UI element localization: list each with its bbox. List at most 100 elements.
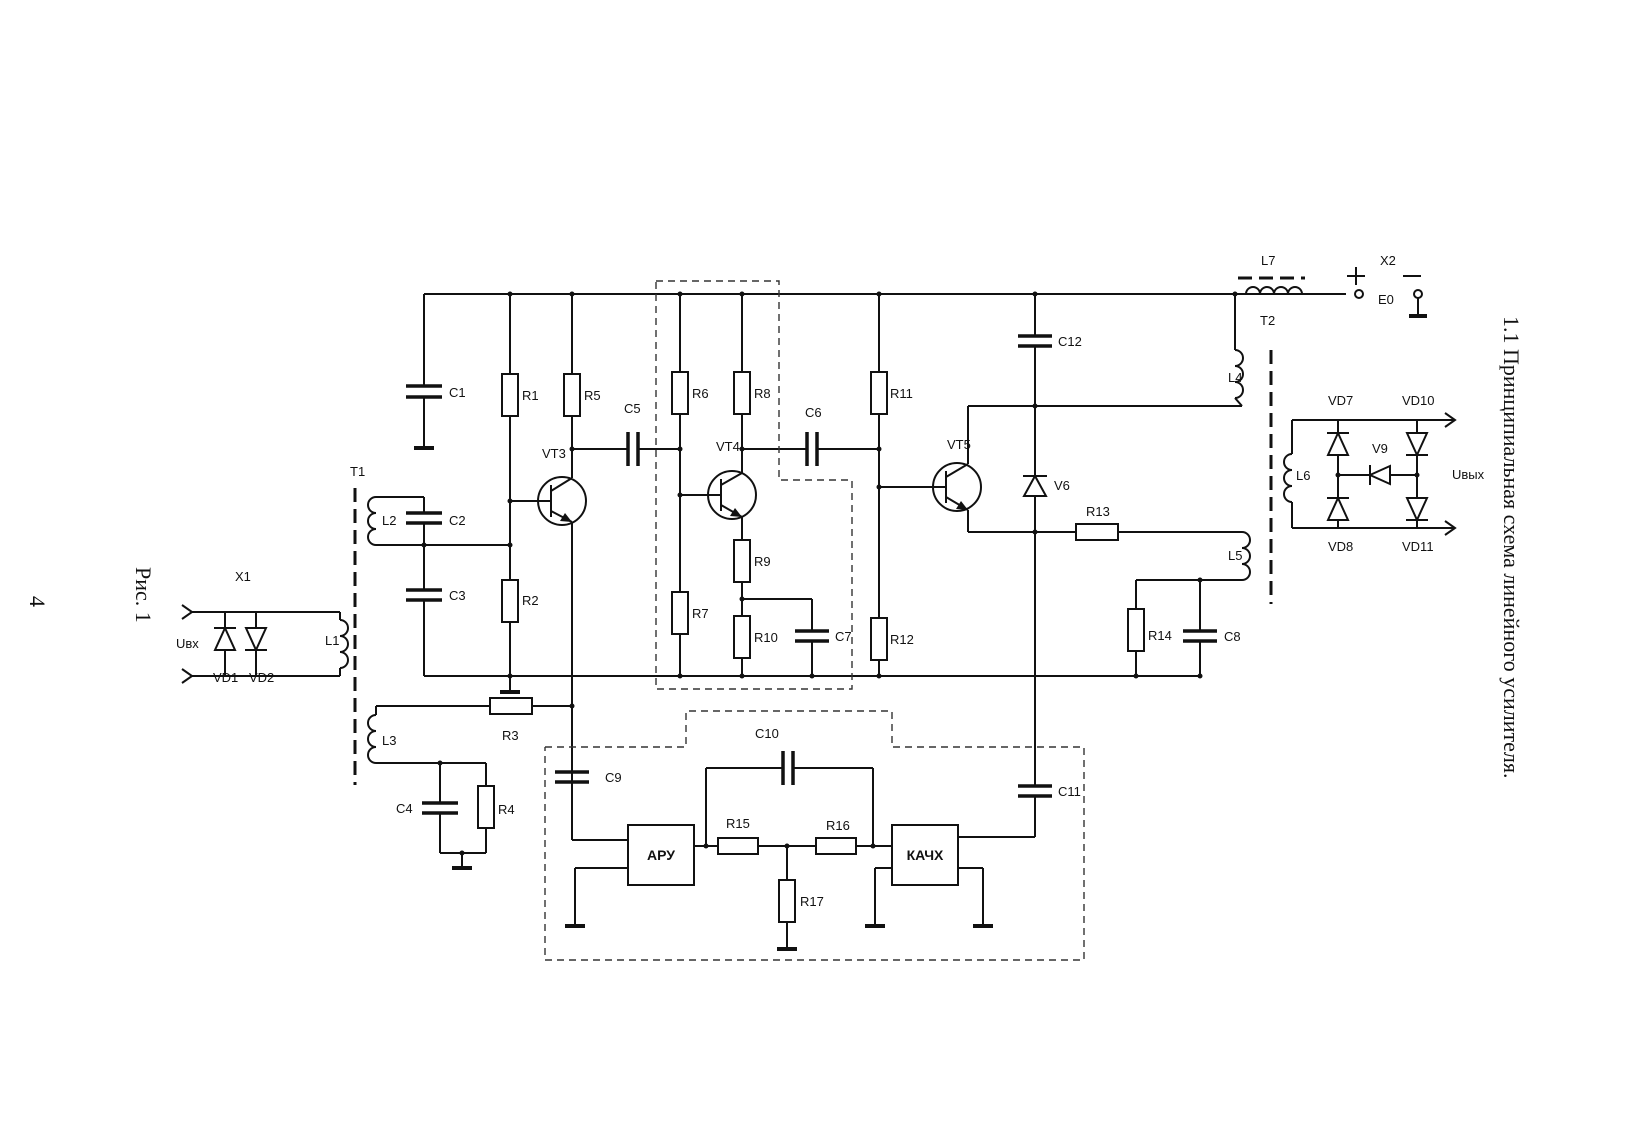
label-vt4: VT4 <box>716 439 740 454</box>
label-x1: X1 <box>235 569 251 584</box>
resistor-r14 <box>1127 579 1242 676</box>
label-l6: L6 <box>1296 468 1310 483</box>
label-r17: R17 <box>800 894 824 909</box>
transistor-vt4 <box>680 470 757 540</box>
label-r10: R10 <box>754 630 778 645</box>
capacitor-c12 <box>1018 294 1052 476</box>
freq-correction-block: КАЧХ <box>865 824 993 928</box>
label-c10: C10 <box>755 726 779 741</box>
label-r2: R2 <box>522 593 539 608</box>
resistor-r1 <box>501 294 519 580</box>
label-r7: R7 <box>692 606 709 621</box>
label-l5: L5 <box>1228 548 1242 563</box>
label-r14: R14 <box>1148 628 1172 643</box>
label-vd8: VD8 <box>1328 539 1353 554</box>
capacitor-c8 <box>1183 580 1217 676</box>
resistor-r13 <box>1075 523 1242 541</box>
resistor-r2 <box>500 579 520 694</box>
resistor-r10 <box>733 615 751 676</box>
resistor-r7 <box>671 591 689 676</box>
resistor-r12 <box>870 617 888 676</box>
label-r4: R4 <box>498 802 515 817</box>
resistor-r16 <box>815 837 892 855</box>
label-v9: V9 <box>1372 441 1388 456</box>
label-l2: L2 <box>382 513 396 528</box>
label-c8: C8 <box>1224 629 1241 644</box>
label-vd7: VD7 <box>1328 393 1353 408</box>
label-r13: R13 <box>1086 504 1110 519</box>
label-c1: C1 <box>449 385 466 400</box>
label-e0: E0 <box>1378 292 1394 307</box>
label-x2: X2 <box>1380 253 1396 268</box>
capacitor-c9 <box>555 770 628 841</box>
vt4-stage-boundary <box>655 280 853 690</box>
resistor-r17 <box>777 846 797 951</box>
capacitor-c3 <box>406 588 442 676</box>
agc-block-label: АРУ <box>647 847 675 863</box>
label-r6: R6 <box>692 386 709 401</box>
label-r8: R8 <box>754 386 771 401</box>
label-r9: R9 <box>754 554 771 569</box>
capacitor-c5 <box>572 432 680 466</box>
input-x1 <box>181 604 340 684</box>
label-r15: R15 <box>726 816 750 831</box>
label-c9: C9 <box>605 770 622 785</box>
label-c7: C7 <box>835 629 852 644</box>
label-t1: T1 <box>350 464 365 479</box>
label-vt5: VT5 <box>947 437 971 452</box>
inductor-l7 <box>1238 267 1427 318</box>
transistor-vt3 <box>510 476 587 840</box>
label-r12: R12 <box>890 632 914 647</box>
output-bridge <box>1292 412 1457 536</box>
label-vd11: VD11 <box>1402 539 1434 554</box>
junctions <box>421 291 1238 856</box>
label-vd10: VD10 <box>1402 393 1435 408</box>
figure-label: Рис. 1 <box>131 567 156 623</box>
transistor-vt5 <box>879 405 1242 533</box>
label-c2: C2 <box>449 513 466 528</box>
label-l1: L1 <box>325 633 339 648</box>
label-l4: L4 <box>1228 370 1242 385</box>
label-c11: C11 <box>1058 784 1081 799</box>
label-r16: R16 <box>826 818 850 833</box>
label-vd2: VD2 <box>249 670 274 685</box>
label-l3: L3 <box>382 733 396 748</box>
capacitor-c1 <box>406 294 442 450</box>
resistor-r15 <box>694 837 816 855</box>
component-labels: C1 C2 C3 C4 C5 C6 C7 C8 C9 C10 C11 C12 R… <box>176 253 1485 909</box>
label-r11: R11 <box>890 386 913 401</box>
capacitor-c7 <box>742 598 829 676</box>
resistor-r9 <box>733 539 751 616</box>
diode-v6 <box>1022 473 1048 786</box>
page-caption: 1.1 Принципиальная схема линейного усили… <box>1499 316 1524 778</box>
resistor-r6 <box>671 294 689 592</box>
capacitor-c10 <box>705 751 874 846</box>
label-uvyx: Uвых <box>1452 467 1485 482</box>
label-t2: T2 <box>1260 313 1275 328</box>
resistor-r3 <box>375 697 572 715</box>
label-c5: C5 <box>624 401 641 416</box>
freq-block-label: КАЧХ <box>907 847 944 863</box>
page-number: 4 <box>25 596 50 607</box>
capacitor-c2 <box>376 496 510 590</box>
capacitor-c11 <box>958 784 1052 838</box>
label-c6: C6 <box>805 405 822 420</box>
label-uvx: Uвх <box>176 636 199 651</box>
agc-block: АРУ <box>565 824 695 928</box>
label-c3: C3 <box>449 588 466 603</box>
resistor-r4 <box>477 763 495 853</box>
feedback-loop-boundary <box>544 710 1085 961</box>
transformer-t2 <box>1234 294 1293 604</box>
capacitor-c4 <box>376 762 486 870</box>
resistor-r8 <box>733 294 751 473</box>
label-r1: R1 <box>522 388 539 403</box>
label-c12: C12 <box>1058 334 1082 349</box>
label-r5: R5 <box>584 388 601 403</box>
transformer-t1 <box>339 488 377 785</box>
label-l7: L7 <box>1261 253 1275 268</box>
resistor-r11 <box>870 294 888 618</box>
label-c4: C4 <box>396 801 413 816</box>
label-vt3: VT3 <box>542 446 566 461</box>
